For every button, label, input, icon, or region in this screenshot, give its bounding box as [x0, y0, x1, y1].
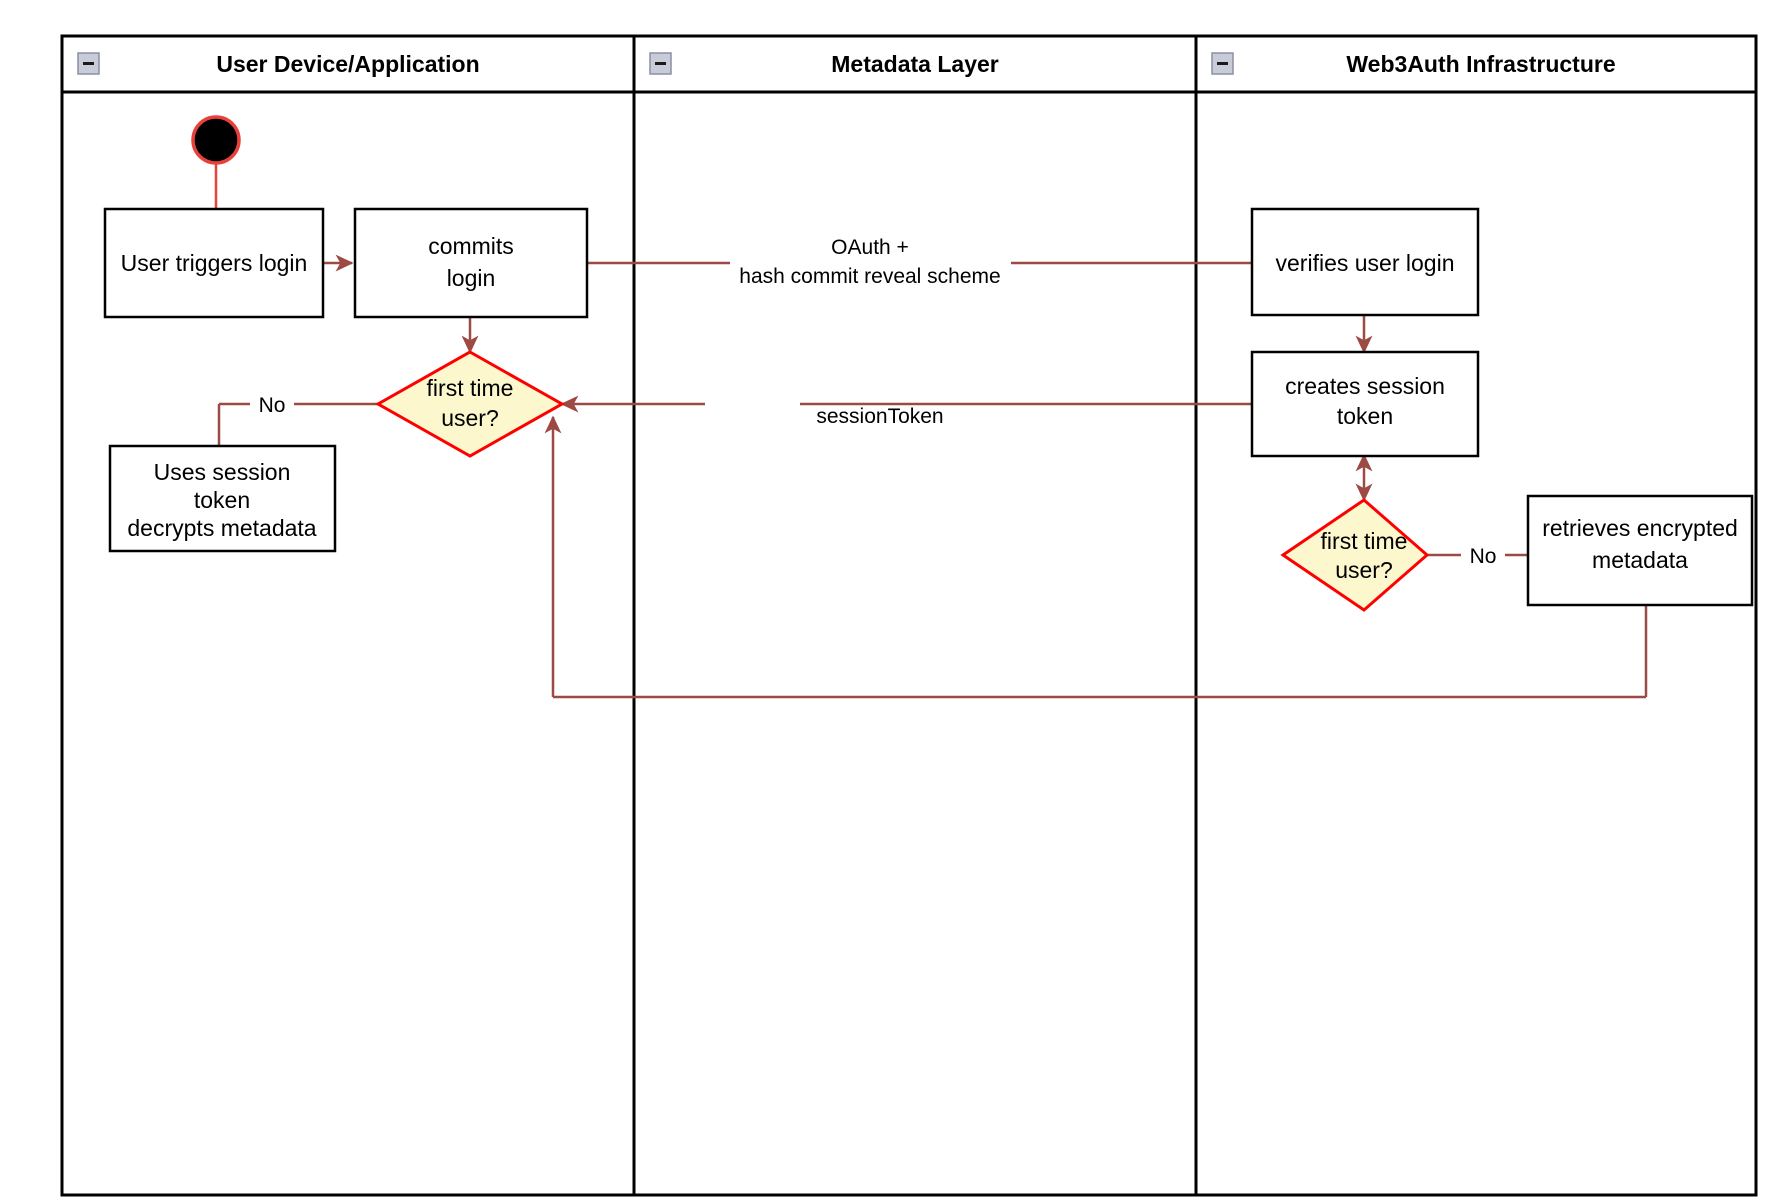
node-label-commits-login-line2: login: [447, 265, 496, 291]
lane-title-user-device: User Device/Application: [216, 51, 479, 77]
node-label-creates-session-token-line1: creates session: [1285, 373, 1445, 399]
node-decision-first-time-user-right[interactable]: first time user?: [1280, 498, 1430, 612]
node-label-uses-session-line3: decrypts metadata: [127, 515, 316, 541]
edge-label-oauth-line2: hash commit reveal scheme: [739, 265, 1000, 288]
node-label-decision-left-line1: first time: [427, 375, 514, 401]
node-decision-first-time-user-left[interactable]: first time user?: [374, 350, 566, 458]
lane-header-metadata-layer[interactable]: Metadata Layer: [649, 51, 999, 77]
diagram-edges: Uses session token --> retrieves encrypt…: [214, 150, 1648, 699]
diagram-edge-labels: OAuth + hash commit reveal scheme sessio…: [259, 236, 1497, 568]
node-label-decision-right-line2: user?: [1335, 557, 1393, 583]
lane-header-web3auth[interactable]: Web3Auth Infrastructure: [1211, 51, 1616, 77]
node-label-decision-right-line1: first time: [1321, 528, 1408, 554]
collapse-minus-icon[interactable]: [77, 52, 100, 75]
node-label-retrieves-metadata-line1: retrieves encrypted: [1542, 515, 1738, 541]
edge-label-no-right: No: [1470, 545, 1497, 568]
lane-title-web3auth: Web3Auth Infrastructure: [1346, 51, 1615, 77]
node-creates-session-token[interactable]: creates session token: [1250, 350, 1480, 458]
node-label-retrieves-metadata-line2: metadata: [1592, 547, 1688, 573]
node-commits-login[interactable]: commits login: [353, 207, 589, 319]
node-label-verifies-user-login: verifies user login: [1276, 250, 1455, 276]
edge-label-no-left: No: [259, 394, 286, 417]
node-label-user-triggers-login: User triggers login: [121, 250, 308, 276]
edge-label-oauth-line1: OAuth +: [831, 236, 909, 259]
lane-title-metadata-layer: Metadata Layer: [831, 51, 999, 77]
node-verifies-user-login[interactable]: verifies user login: [1250, 207, 1480, 317]
node-user-triggers-login[interactable]: User triggers login: [103, 207, 325, 319]
collapse-minus-icon[interactable]: [649, 52, 672, 75]
start-node[interactable]: [191, 115, 241, 165]
node-label-decision-left-line2: user?: [441, 405, 499, 431]
edge-label-session-token: sessionToken: [816, 405, 943, 428]
node-label-creates-session-token-line2: token: [1337, 403, 1393, 429]
node-label-commits-login-line1: commits: [428, 233, 514, 259]
collapse-minus-icon[interactable]: [1211, 52, 1234, 75]
node-label-uses-session-line1: Uses session: [154, 459, 291, 485]
node-retrieves-encrypted-metadata[interactable]: retrieves encrypted metadata: [1526, 494, 1754, 607]
node-uses-session-token[interactable]: Uses session token decrypts metadata: [108, 444, 337, 553]
node-label-uses-session-line2: token: [194, 487, 250, 513]
lane-header-user-device[interactable]: User Device/Application: [77, 51, 480, 77]
